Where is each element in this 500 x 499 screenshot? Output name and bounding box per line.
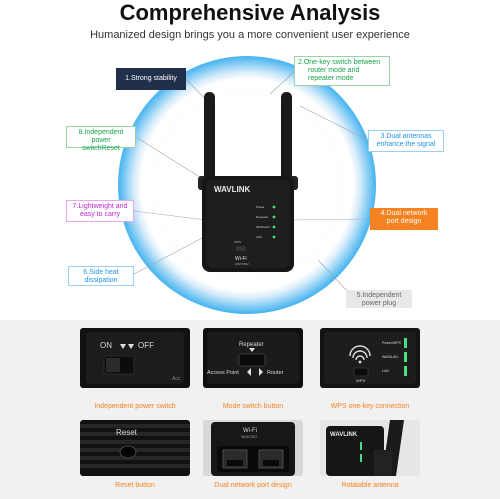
svg-text:WAN/LAN: WAN/LAN [382, 355, 398, 359]
svg-text:LAN: LAN [256, 235, 262, 239]
svg-text:LAN: LAN [382, 369, 389, 373]
feature-power-switch: ON OFF Acc Independent power switch [80, 328, 190, 410]
svg-text:WN578R2: WN578R2 [241, 435, 257, 439]
svg-text:Repeater: Repeater [256, 215, 268, 219]
feature-mode-switch: Repeater Access Point Router Mode switch… [203, 328, 303, 410]
antenna-image: WAVLINK [320, 420, 420, 476]
feature-antenna: WAVLINK Rotatable antenna [320, 420, 420, 489]
callout-lightweight: 7.Lightweight and easy to carry [66, 200, 134, 222]
feature-ports: Wi-Fi WN578R2 Dual network port design [203, 420, 303, 489]
svg-text:Repeater: Repeater [239, 342, 264, 348]
feature-reset: Reset Reset button [80, 420, 190, 489]
router-device: WAVLINK Power Repeater WAN/LAN LAN WPS W… [198, 92, 298, 272]
feature-panel: ON OFF Acc Independent power switch Repe… [0, 320, 500, 499]
brand-logo: WAVLINK [214, 185, 251, 194]
svg-text:Access Point: Access Point [207, 370, 239, 376]
caption-wps: WPS one-key connection [330, 403, 410, 410]
callout-power-plug: 5.Independent power plug [346, 290, 412, 308]
svg-text:WAN/LAN: WAN/LAN [256, 225, 270, 229]
callout-one-key-switch: 2.One-key switch between router mode and… [294, 56, 390, 86]
left-antenna [204, 92, 215, 188]
caption-reset: Reset button [115, 482, 155, 489]
caption-power-switch: Independent power switch [94, 403, 176, 410]
feature-wps: WPS Power/WPS WAN/LAN LAN WPS one-key co… [320, 328, 420, 410]
caption-ports: Dual network port design [214, 482, 292, 489]
ports-image: Wi-Fi WN578R2 [203, 420, 303, 476]
callout-dual-network: 4.Dual network port design [370, 208, 438, 230]
wps-image: WPS Power/WPS WAN/LAN LAN [320, 328, 420, 388]
svg-text:WPS: WPS [234, 240, 241, 244]
caption-antenna: Rotatable antenna [341, 482, 399, 489]
callout-strong-stability: 1.Strong stability [116, 68, 186, 90]
svg-text:Power: Power [256, 205, 265, 209]
svg-text:OFF: OFF [138, 341, 154, 350]
svg-text:Acc: Acc [172, 376, 181, 382]
power-switch-image: ON OFF Acc [80, 328, 190, 388]
reset-image: Reset [80, 420, 190, 476]
page-title: Comprehensive Analysis [119, 0, 381, 25]
callout-side-heat: 6.Side heat dissipation [68, 266, 134, 286]
svg-text:WN578R2: WN578R2 [235, 262, 249, 266]
mode-switch-image: Repeater Access Point Router [203, 328, 303, 388]
svg-text:Router: Router [267, 370, 284, 376]
callout-power-switch: 8.Independent power switchReset [66, 126, 136, 152]
svg-text:Reset: Reset [116, 428, 138, 437]
caption-mode-switch: Mode switch button [222, 403, 284, 410]
hero-section: WAVLINK Power Repeater WAN/LAN LAN WPS W… [0, 48, 500, 314]
svg-text:Wi-Fi: Wi-Fi [235, 256, 247, 262]
page-subtitle: Humanized design brings you a more conve… [90, 29, 410, 41]
svg-text:WAVLINK: WAVLINK [330, 432, 358, 438]
svg-text:ON: ON [100, 341, 112, 350]
svg-text:Power/WPS: Power/WPS [382, 341, 402, 345]
svg-text:WPS: WPS [356, 378, 365, 383]
svg-text:Wi-Fi: Wi-Fi [243, 428, 257, 434]
callout-dual-antennas: 3.Dual antennas enhance the signal [368, 130, 444, 152]
right-antenna [281, 92, 292, 188]
